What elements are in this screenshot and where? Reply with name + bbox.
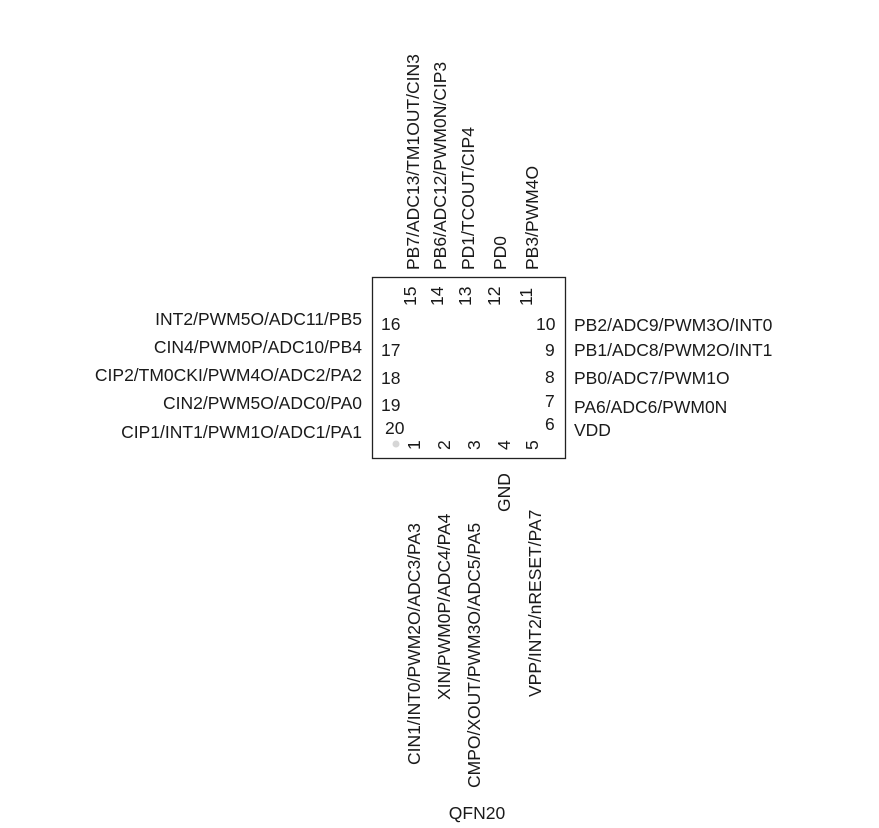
pin-11-label: PB3/PWM4O xyxy=(522,166,542,270)
pin-1-number: 1 xyxy=(404,440,424,450)
pin-1-label: CIN1/INT0/PWM2O/ADC3/PA3 xyxy=(404,523,424,765)
pin-4-label: GND xyxy=(494,473,514,512)
pin-7-number: 7 xyxy=(545,391,555,411)
pin-15-label: PB7/ADC13/TM1OUT/CIN3 xyxy=(403,54,423,270)
pin-6-number: 6 xyxy=(545,414,555,434)
chip-body xyxy=(371,276,567,460)
pin-10-label: PB2/ADC9/PWM3O/INT0 xyxy=(574,315,773,335)
pin-16-number: 16 xyxy=(381,314,400,334)
pin-11-number: 11 xyxy=(516,288,536,306)
pin-12-number: 12 xyxy=(484,287,504,306)
pin-3-number: 3 xyxy=(464,440,484,450)
pin-20-label: CIP1/INT1/PWM1O/ADC1/PA1 xyxy=(121,422,362,442)
pin-7-label: PA6/ADC6/PWM0N xyxy=(574,397,727,417)
pin-14-label: PB6/ADC12/PWM0N/CIP3 xyxy=(430,62,450,270)
pin-2-number: 2 xyxy=(434,440,454,450)
pin1-marker-dot xyxy=(392,440,400,448)
pin-14-number: 14 xyxy=(427,286,447,306)
pin-16-label: INT2/PWM5O/ADC11/PB5 xyxy=(155,309,362,329)
pin-17-number: 17 xyxy=(381,340,400,360)
pin-19-number: 19 xyxy=(381,395,400,415)
package-caption: QFN20 xyxy=(449,803,506,823)
pin-2-label: XIN/PWM0P/ADC4/PA4 xyxy=(434,513,454,700)
pin-10-number: 10 xyxy=(536,314,556,334)
pin-12-label: PD0 xyxy=(490,236,510,270)
pin-20-number: 20 xyxy=(385,418,405,438)
pin-17-label: CIN4/PWM0P/ADC10/PB4 xyxy=(154,337,362,357)
pin-5-label: VPP/INT2/nRESET/PA7 xyxy=(525,510,545,697)
pin-8-label: PB0/ADC7/PWM1O xyxy=(574,368,730,388)
pin-8-number: 8 xyxy=(545,367,555,387)
pin-3-label: CMPO/XOUT/PWM3O/ADC5/PA5 xyxy=(464,523,484,788)
pin-18-label: CIP2/TM0CKI/PWM4O/ADC2/PA2 xyxy=(95,365,362,385)
pin-13-label: PD1/TCOUT/CIP4 xyxy=(458,127,478,270)
pin-9-number: 9 xyxy=(545,340,555,360)
pin-9-label: PB1/ADC8/PWM2O/INT1 xyxy=(574,340,772,360)
pin-15-number: 15 xyxy=(400,287,420,306)
pin-4-number: 4 xyxy=(494,440,514,450)
pin-5-number: 5 xyxy=(522,440,542,450)
pin-19-label: CIN2/PWM5O/ADC0/PA0 xyxy=(163,393,362,413)
pin-18-number: 18 xyxy=(381,368,400,388)
pin-13-number: 13 xyxy=(455,287,475,306)
pin-6-label: VDD xyxy=(574,420,611,440)
